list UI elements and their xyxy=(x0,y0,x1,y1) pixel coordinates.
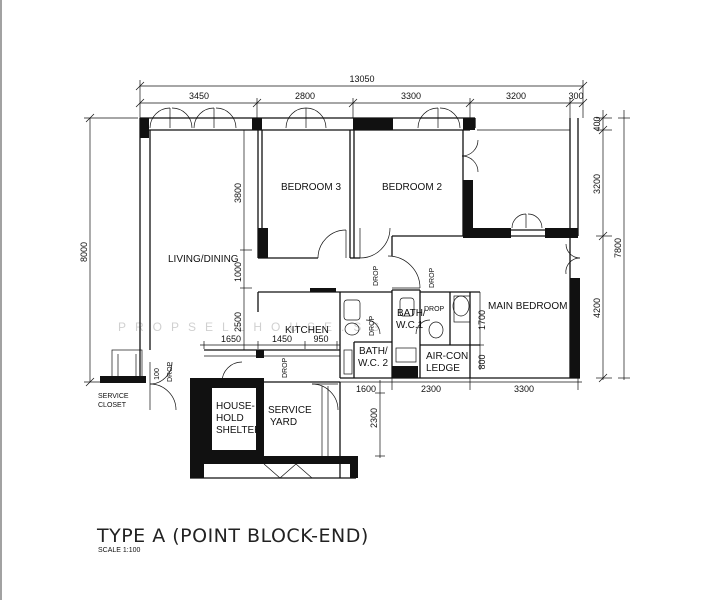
room-bath-2-line1: BATH/ xyxy=(359,346,388,357)
dim-inner-2: 1000 xyxy=(233,262,243,282)
dim-left-overall: 8000 xyxy=(79,242,89,262)
dim-service-yard: 2300 xyxy=(369,408,379,428)
dim-inner-1: 3800 xyxy=(233,183,243,203)
dim-bottom-3: 3300 xyxy=(514,384,534,394)
plan-title: TYPE A (POINT BLOCK-END) xyxy=(96,525,369,547)
drop-label-5: DROP xyxy=(167,361,174,382)
dim-bath-1700: 1700 xyxy=(477,310,487,330)
room-household-line2: HOLD xyxy=(216,413,244,424)
room-kitchen: KITCHEN xyxy=(285,325,329,336)
dim-overall-width: 13050 xyxy=(349,74,374,84)
dim-right-3: 4200 xyxy=(592,298,602,318)
room-service-closet-line2: CLOSET xyxy=(98,402,127,409)
dim-closet-100: 100 xyxy=(154,368,161,380)
doors-windows xyxy=(149,107,581,411)
room-service-closet-line1: SERVICE xyxy=(98,393,129,400)
room-service-yard-line1: SERVICE xyxy=(268,405,312,416)
room-bath-1-line1: BATH/ xyxy=(397,308,426,319)
dimension-lines xyxy=(84,80,630,458)
dim-top-5: 300 xyxy=(568,91,583,101)
room-living-dining: LIVING/DINING xyxy=(168,254,239,265)
dim-right-outer: 7800 xyxy=(613,238,623,258)
dim-kitchen-3: 950 xyxy=(313,334,328,344)
room-aircon-line1: AIR-CON xyxy=(426,351,468,362)
dim-kitchen-1: 1650 xyxy=(221,334,241,344)
dim-kitchen-2: 1450 xyxy=(272,334,292,344)
dim-bottom-2: 2300 xyxy=(421,384,441,394)
room-aircon-line2: LEDGE xyxy=(426,363,460,374)
dim-top-2: 2800 xyxy=(295,91,315,101)
dim-top-3: 3300 xyxy=(401,91,421,101)
room-bedroom-3: BEDROOM 3 xyxy=(281,182,341,193)
dim-top-4: 3200 xyxy=(506,91,526,101)
dim-top-1: 3450 xyxy=(189,91,209,101)
drop-label-6: DROP xyxy=(424,306,445,313)
dim-right-1: 400 xyxy=(592,116,602,131)
dim-bottom-1: 1600 xyxy=(356,384,376,394)
room-household-line1: HOUSE- xyxy=(216,401,255,412)
room-household-line3: SHELTER xyxy=(216,425,261,436)
room-main-bedroom: MAIN BEDROOM xyxy=(488,301,567,312)
drop-label-3: DROP xyxy=(369,315,376,336)
plan-scale: SCALE 1:100 xyxy=(98,547,141,554)
room-bath-1-line2: W.C.1 xyxy=(396,320,424,331)
dim-inner-3: 2500 xyxy=(233,312,243,332)
fixtures xyxy=(256,288,471,375)
dim-bath-800: 800 xyxy=(477,354,487,369)
room-bath-2-line2: W.C. 2 xyxy=(358,358,388,369)
drop-label-1: DROP xyxy=(373,265,380,286)
watermark-text: PROPSELLHOUSE.SG xyxy=(118,320,389,334)
drop-label-2: DROP xyxy=(429,267,436,288)
room-service-yard-line2: YARD xyxy=(270,417,297,428)
drop-label-4: DROP xyxy=(282,357,289,378)
dim-right-2: 3200 xyxy=(592,174,602,194)
room-bedroom-2: BEDROOM 2 xyxy=(382,182,442,193)
walls xyxy=(100,117,580,479)
